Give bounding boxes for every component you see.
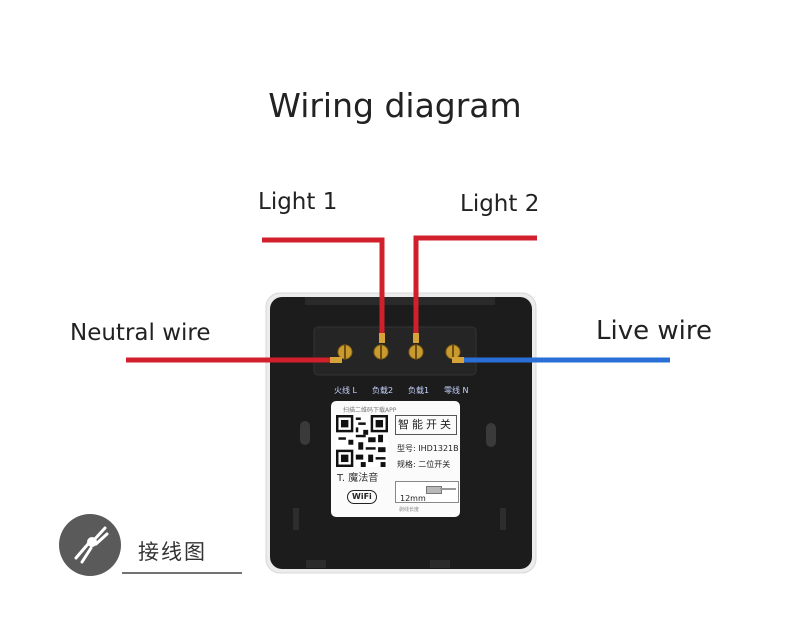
- brand-name: T. 魔法音: [337, 473, 379, 484]
- label-light-1: Light 1: [258, 189, 338, 215]
- scan-text: 扫描二维码下载APP: [343, 407, 397, 414]
- qr-code-icon: [336, 415, 388, 467]
- terminal-label-load2: 负载2: [372, 386, 394, 395]
- label-neutral-wire: Neutral wire: [70, 320, 211, 346]
- mount-slot-right: [486, 423, 496, 447]
- clip-bl: [293, 508, 299, 530]
- logo-badge: [59, 514, 242, 576]
- copper-end-live: [452, 357, 464, 363]
- product-sticker: 扫描二维码下载APP 智能开关 型号: IHD1321B 规格: 二位开关 T.…: [331, 401, 460, 517]
- copper-end-light2: [413, 333, 419, 343]
- label-light-2: Light 2: [460, 191, 540, 217]
- wifi-badge: WiFi: [347, 490, 377, 504]
- wire-light-1: [262, 237, 385, 335]
- terminal-block: [313, 326, 477, 376]
- strip-length-label: 12mm: [400, 494, 426, 503]
- clip-bottom-b: [430, 560, 450, 568]
- strip-wire-bare: [426, 486, 442, 494]
- product-name: 智能开关: [395, 415, 457, 435]
- logo-label: 接线图: [138, 540, 207, 564]
- specification: 规格: 二位开关: [397, 460, 451, 469]
- pliers-icon: [74, 526, 109, 564]
- copper-end-neutral: [330, 357, 342, 363]
- strip-length-note: 剥线长度: [399, 507, 420, 513]
- strip-length-gauge: 12mm: [395, 481, 459, 503]
- terminal-label-live: 火线 L: [334, 386, 357, 395]
- model-number: 型号: IHD1321B: [397, 444, 459, 453]
- strip-wire-insulation: [440, 488, 456, 490]
- clip-bottom-a: [306, 560, 326, 568]
- clip-br: [500, 508, 506, 530]
- label-live-wire: Live wire: [596, 316, 712, 346]
- mount-slot-left: [300, 421, 310, 445]
- terminal-label-load1: 负载1: [408, 386, 430, 395]
- panel-top-notch: [305, 297, 495, 305]
- wire-light-2: [413, 235, 537, 335]
- terminal-screws: [337, 344, 461, 360]
- page-title: Wiring diagram: [268, 86, 522, 125]
- terminal-label-neutral: 零线 N: [444, 386, 469, 395]
- copper-end-light1: [379, 333, 385, 343]
